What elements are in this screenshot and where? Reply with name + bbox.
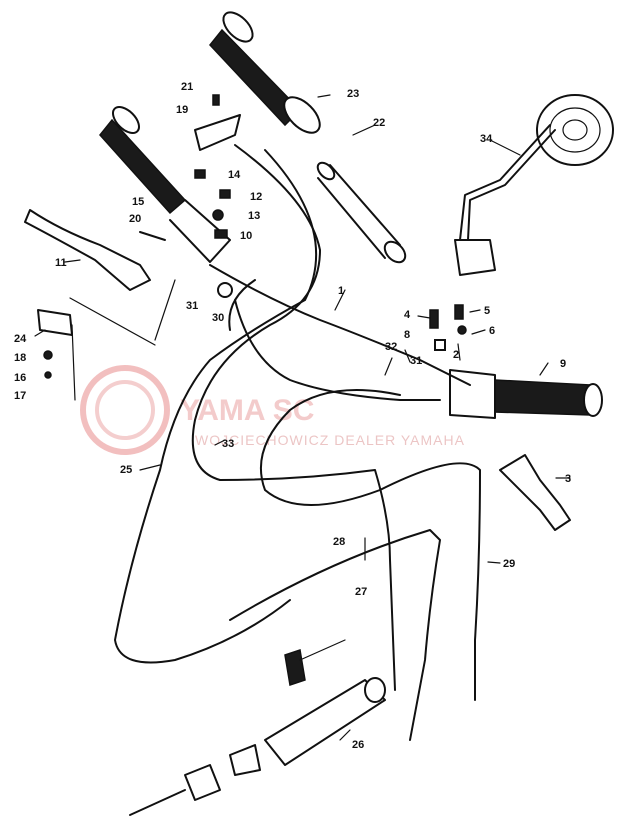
callout-29: 29 — [503, 558, 515, 570]
callout-8: 8 — [404, 329, 410, 341]
callout-14: 14 — [228, 169, 241, 181]
cable-33 — [191, 144, 396, 691]
callout-30: 30 — [212, 312, 224, 324]
mirror — [454, 94, 614, 276]
callout-31-left: 31 — [186, 300, 198, 312]
bolts-right — [429, 304, 467, 351]
callouts: 1 2 3 4 5 6 8 9 10 11 12 13 14 15 16 17 … — [14, 81, 571, 751]
callout-6: 6 — [489, 325, 495, 337]
grip-right — [449, 369, 603, 419]
callout-31-right: 31 — [410, 355, 422, 367]
callout-23: 23 — [347, 88, 359, 100]
watermark-subtext: WOJCIECHOWICZ DEALER YAMAHA — [195, 432, 465, 448]
callout-19: 19 — [176, 104, 188, 116]
callout-12: 12 — [250, 191, 262, 203]
bolts-left — [43, 94, 233, 379]
cable-29 — [259, 389, 481, 701]
callout-9: 9 — [560, 358, 566, 370]
lever-right — [499, 454, 571, 531]
callout-15: 15 — [132, 196, 144, 208]
callout-16: 16 — [14, 372, 26, 384]
callout-17: 17 — [14, 390, 26, 402]
callout-4: 4 — [404, 309, 411, 321]
callout-11: 11 — [55, 257, 67, 269]
callout-3: 3 — [565, 473, 571, 485]
watermark-text: YAMA SC — [180, 394, 314, 427]
callout-25: 25 — [120, 464, 132, 476]
leader-lines — [34, 94, 571, 741]
grip-left — [99, 106, 241, 263]
callout-32: 32 — [385, 341, 397, 353]
callout-5: 5 — [484, 305, 490, 317]
callout-34: 34 — [480, 133, 493, 145]
grip-upper — [209, 11, 407, 264]
callout-24: 24 — [14, 333, 27, 345]
callout-20: 20 — [129, 213, 141, 225]
watermark-logo-inner — [95, 380, 155, 440]
callout-28: 28 — [333, 536, 345, 548]
handlebar — [209, 264, 471, 386]
switch-wire — [71, 324, 76, 401]
callout-10: 10 — [240, 230, 252, 242]
throttle-assembly — [129, 639, 386, 816]
callout-33: 33 — [222, 438, 234, 450]
callout-21: 21 — [181, 81, 193, 93]
callout-22: 22 — [373, 117, 385, 129]
callout-1: 1 — [338, 285, 344, 297]
cable-27 — [229, 529, 441, 741]
watermark-logo — [80, 365, 170, 455]
callout-2: 2 — [453, 349, 459, 361]
callout-26: 26 — [352, 739, 364, 751]
lever-left — [24, 209, 151, 291]
callout-27: 27 — [355, 586, 367, 598]
handlebar-bend — [228, 279, 256, 331]
callout-18: 18 — [14, 352, 26, 364]
watermark: YAMA SC WOJCIECHOWICZ DEALER YAMAHA — [80, 365, 465, 455]
callout-13: 13 — [248, 210, 260, 222]
